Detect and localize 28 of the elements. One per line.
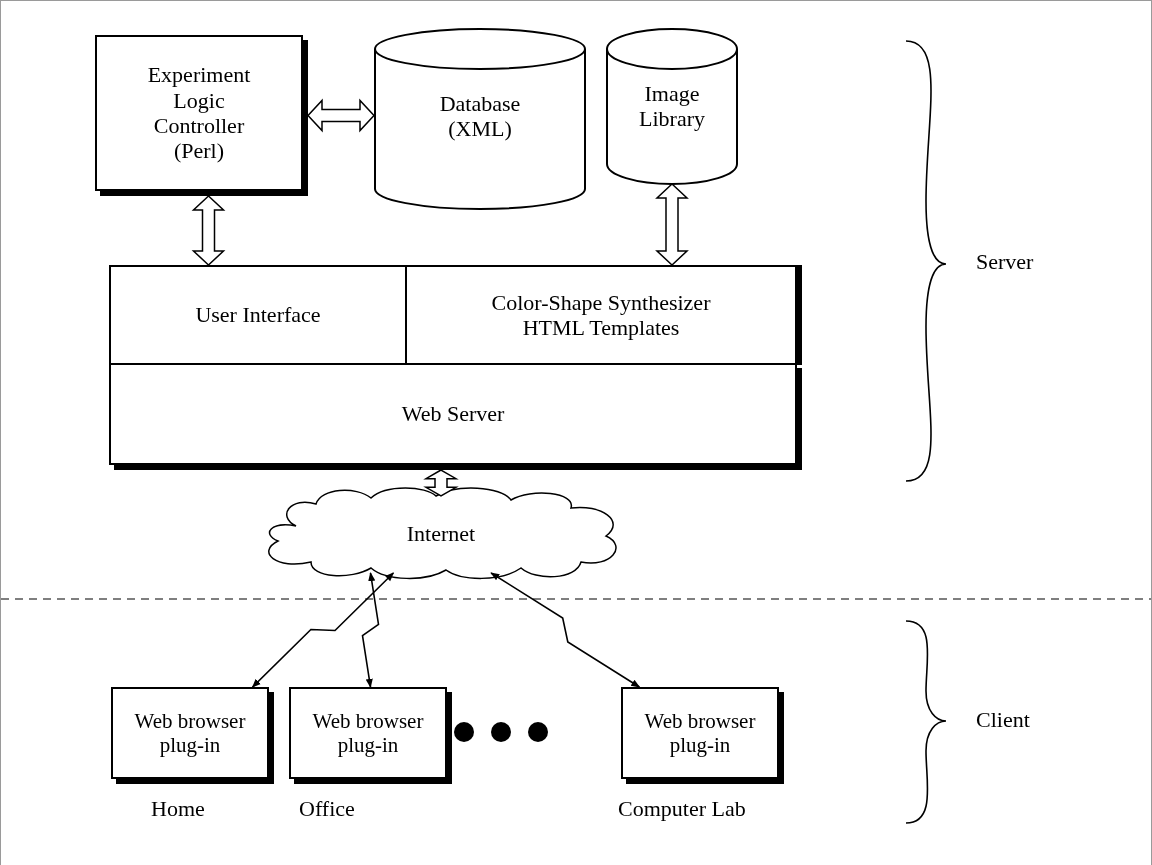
double-block-arrow: [191, 194, 226, 267]
node-label: Experiment Logic Controller (Perl): [146, 62, 252, 164]
zigzag-arrow: [361, 572, 380, 688]
database-cylinder: [374, 29, 586, 209]
node-label: plug-in: [669, 733, 731, 758]
zigzag-arrow: [490, 572, 641, 688]
node-label: Database (XML): [438, 91, 522, 142]
process-box: [109, 265, 407, 365]
location-label: Computer Lab: [618, 796, 746, 822]
node-label: plug-in: [337, 733, 399, 758]
node-label: Image Library: [638, 81, 706, 132]
database-cylinder: [606, 29, 738, 184]
double-block-arrow: [306, 98, 376, 133]
node-label: User Interface: [195, 302, 321, 328]
node-label: Color-Shape Synthesizer HTML Templates: [490, 289, 712, 341]
location-label: Office: [299, 796, 355, 822]
double-block-arrow: [423, 469, 459, 497]
node-label: Web browser: [134, 708, 246, 733]
location-label: Home: [151, 796, 205, 822]
double-block-arrow: [655, 182, 689, 267]
node-label: Web browser: [312, 708, 424, 733]
zigzag-arrow: [251, 572, 395, 688]
node-label: Web browser: [644, 708, 756, 733]
node-label: Web Server: [401, 401, 505, 427]
node-label: Internet: [406, 520, 476, 547]
node-label: plug-in: [159, 733, 221, 758]
section-label: Client: [976, 707, 1030, 733]
section-label: Server: [976, 249, 1034, 275]
